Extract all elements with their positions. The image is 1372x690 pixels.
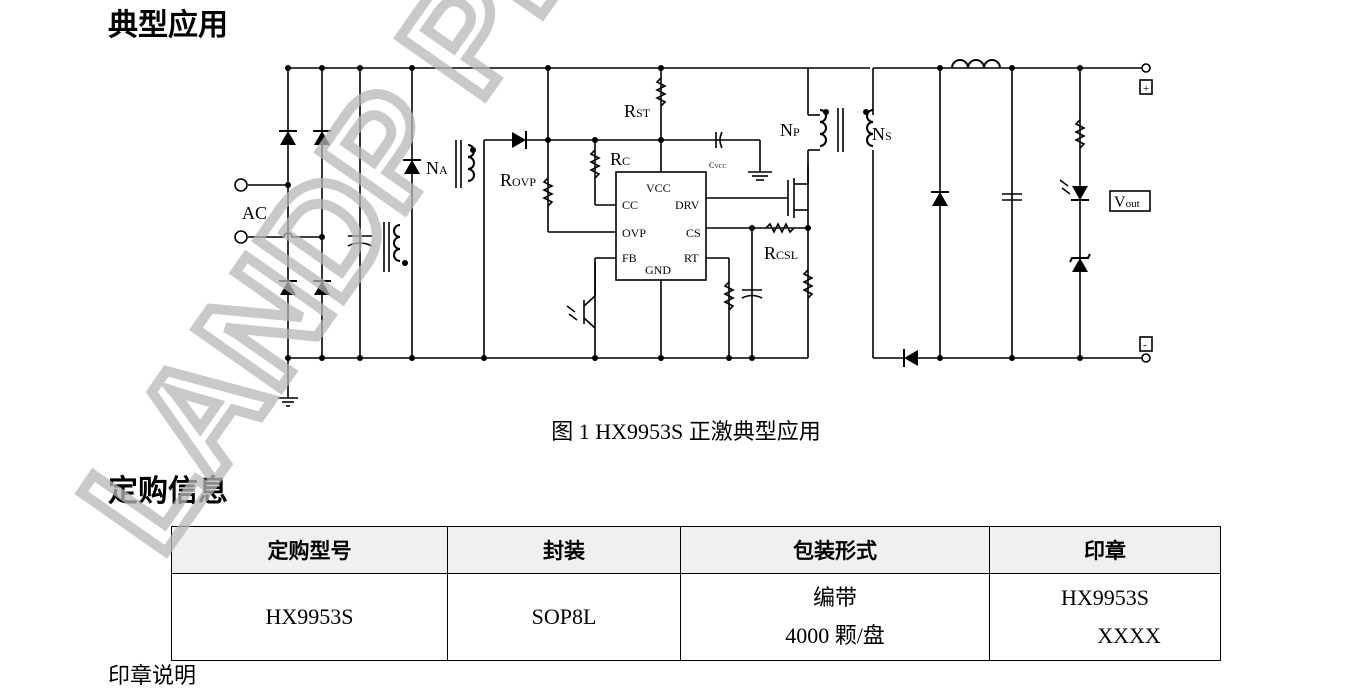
rcsl-label: RCSL	[764, 243, 798, 263]
section-title-typical-application: 典型应用	[108, 8, 228, 43]
packing-quantity: 4000 颗/盘	[785, 623, 885, 648]
pin-fb: FB	[622, 251, 637, 265]
minus-terminal-label: -	[1143, 339, 1147, 351]
section-title-ordering-info: 定购信息	[108, 474, 228, 509]
pin-cs: CS	[686, 226, 701, 240]
ns-label: NS	[872, 124, 892, 144]
vout-label: Vout	[1114, 194, 1140, 211]
table-header-row: 定购型号 封装 包装形式 印章	[171, 526, 1221, 574]
typical-application-schematic: AC NA ROVP RST RC CVCC NP NS RCSL Vout +…	[234, 59, 1153, 407]
header-part-number: 定购型号	[171, 526, 448, 574]
na-label: NA	[426, 158, 448, 178]
marking-line-2: XXXX	[1097, 623, 1161, 648]
cell-marking: HX9953S XXXX	[989, 573, 1221, 661]
rst-label: RST	[624, 101, 651, 121]
cell-package: SOP8L	[447, 573, 681, 661]
ordering-table: 定购型号 封装 包装形式 印章 HX9953S SOP8L 编带 4000 颗/…	[171, 526, 1221, 661]
rovp-label: ROVP	[500, 170, 536, 190]
header-marking: 印章	[989, 526, 1221, 574]
pin-drv: DRV	[675, 198, 700, 212]
cell-part-number: HX9953S	[171, 573, 448, 661]
table-row: HX9953S SOP8L 编带 4000 颗/盘 HX9953S XXXX	[171, 573, 1221, 661]
header-package: 封装	[447, 526, 681, 574]
np-label: NP	[780, 120, 800, 140]
led-light-icon	[566, 179, 1071, 321]
pin-rt: RT	[684, 251, 699, 265]
figure-caption: 图 1 HX9953S 正激典型应用	[551, 419, 821, 444]
pin-gnd: GND	[645, 263, 671, 277]
pin-cc: CC	[622, 198, 638, 212]
marking-note-heading: 印章说明	[108, 664, 197, 689]
pin-vcc: VCC	[646, 181, 671, 195]
cvcc-label: CVCC	[709, 161, 727, 170]
plus-terminal-label: +	[1143, 83, 1149, 95]
marking-line-1: HX9953S	[1060, 585, 1149, 610]
pin-ovp: OVP	[622, 226, 646, 240]
packing-type: 编带	[812, 585, 857, 610]
rc-label: RC	[610, 149, 630, 169]
header-packing: 包装形式	[680, 526, 990, 574]
cell-packing: 编带 4000 颗/盘	[680, 573, 990, 661]
ac-label: AC	[242, 203, 267, 223]
